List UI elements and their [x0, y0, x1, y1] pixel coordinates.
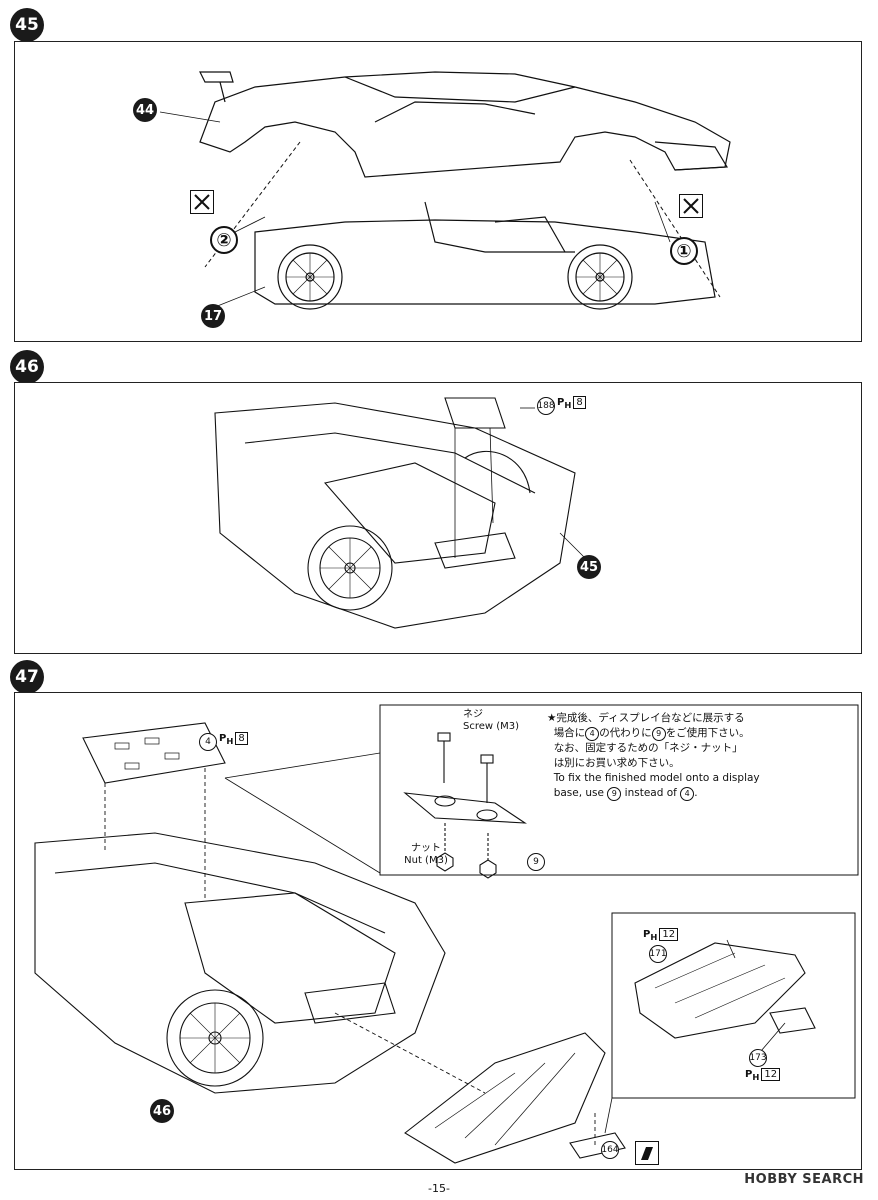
arrow-marker-1: ①: [670, 237, 698, 265]
part-number-4: 4: [199, 733, 217, 751]
part-number-9: 9: [527, 853, 545, 871]
part-callout-17: 17: [201, 304, 225, 328]
page-number: -15-: [428, 1182, 450, 1195]
part-number-171: 171: [649, 945, 667, 963]
nut-label: ナット Nut (M3): [404, 843, 448, 866]
watermark-logo: HOBBY SEARCH: [744, 1172, 864, 1187]
part-callout-44: 44: [133, 98, 157, 122]
step-46-illustration: [214, 397, 586, 629]
step-45-illustration: [159, 71, 731, 310]
step-reference-45: 45: [577, 555, 601, 579]
no-glue-icon: [679, 194, 703, 218]
step-47-badge: 47: [10, 660, 44, 694]
part-number-188: 188: [537, 397, 555, 415]
step-45-panel: 44 17 ① ②: [14, 41, 862, 342]
step-reference-46: 46: [150, 1099, 174, 1123]
no-glue-icon: [190, 190, 214, 214]
step-47-illustration: [34, 704, 859, 1164]
arrow-marker-2: ②: [210, 226, 238, 254]
step-45-badge: 45: [10, 8, 44, 42]
step-46-badge: 46: [10, 350, 44, 384]
part-number-164: 164: [601, 1141, 619, 1159]
cement-icon: [635, 1141, 659, 1165]
screw-label: ネジ Screw (M3): [463, 709, 520, 732]
part-number-173: 173: [749, 1049, 767, 1067]
